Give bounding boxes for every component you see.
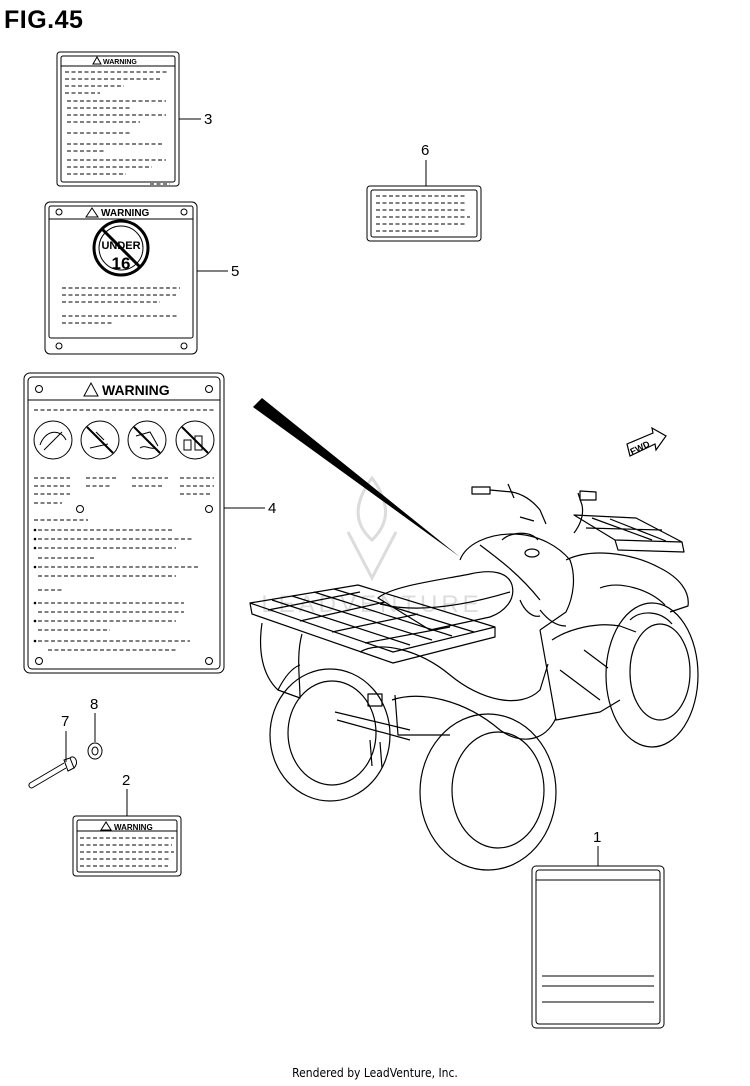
fwd-arrow-icon: FWD: [626, 426, 667, 457]
under-16-prohibition-icon: UNDER 16: [92, 219, 150, 277]
callout-7: 7: [61, 713, 69, 730]
callout-6: 6: [421, 142, 429, 159]
label-4-warning-sticker[interactable]: WARNING: [23, 372, 265, 674]
pictogram-icons: [33, 420, 215, 460]
callout-1: 1: [593, 829, 601, 846]
svg-text:16: 16: [112, 254, 131, 273]
callout-3: 3: [204, 111, 212, 128]
footer-credit: Rendered by LeadVenture, Inc.: [292, 1066, 458, 1080]
label-5-under-16-sticker[interactable]: WARNING UNDER 16: [44, 201, 228, 355]
label-4-warning-text: WARNING: [102, 382, 170, 398]
warning-triangle-icon: [92, 55, 102, 65]
atv-illustration: [249, 483, 699, 871]
callout-4: 4: [268, 500, 276, 517]
label-3-warning-text: WARNING: [103, 59, 137, 66]
rivet-part-7[interactable]: [28, 731, 77, 789]
label-5-warning-text: WARNING: [101, 208, 150, 219]
label-6-sticker[interactable]: [366, 160, 482, 242]
callout-5: 5: [231, 263, 239, 280]
label-2-warning-text: WARNING: [114, 823, 153, 832]
callout-8: 8: [90, 696, 98, 713]
callout-numbers: 1 2 3 4 5 6 7 8: [61, 111, 601, 846]
pointer-arrow: [253, 398, 460, 557]
svg-text:UNDER: UNDER: [101, 240, 140, 252]
warning-triangle-icon: [85, 207, 99, 218]
washer-part-8[interactable]: [87, 713, 103, 760]
label-1-sticker[interactable]: [531, 846, 665, 1029]
label-2-warning-sticker[interactable]: WARNING: [72, 789, 182, 877]
warning-triangle-icon: [83, 381, 99, 397]
figure-title: FIG.45: [4, 6, 84, 34]
callout-2: 2: [122, 772, 130, 789]
warning-triangle-icon: [100, 821, 112, 831]
label-3-warning-sticker[interactable]: WARNING: [56, 51, 201, 187]
